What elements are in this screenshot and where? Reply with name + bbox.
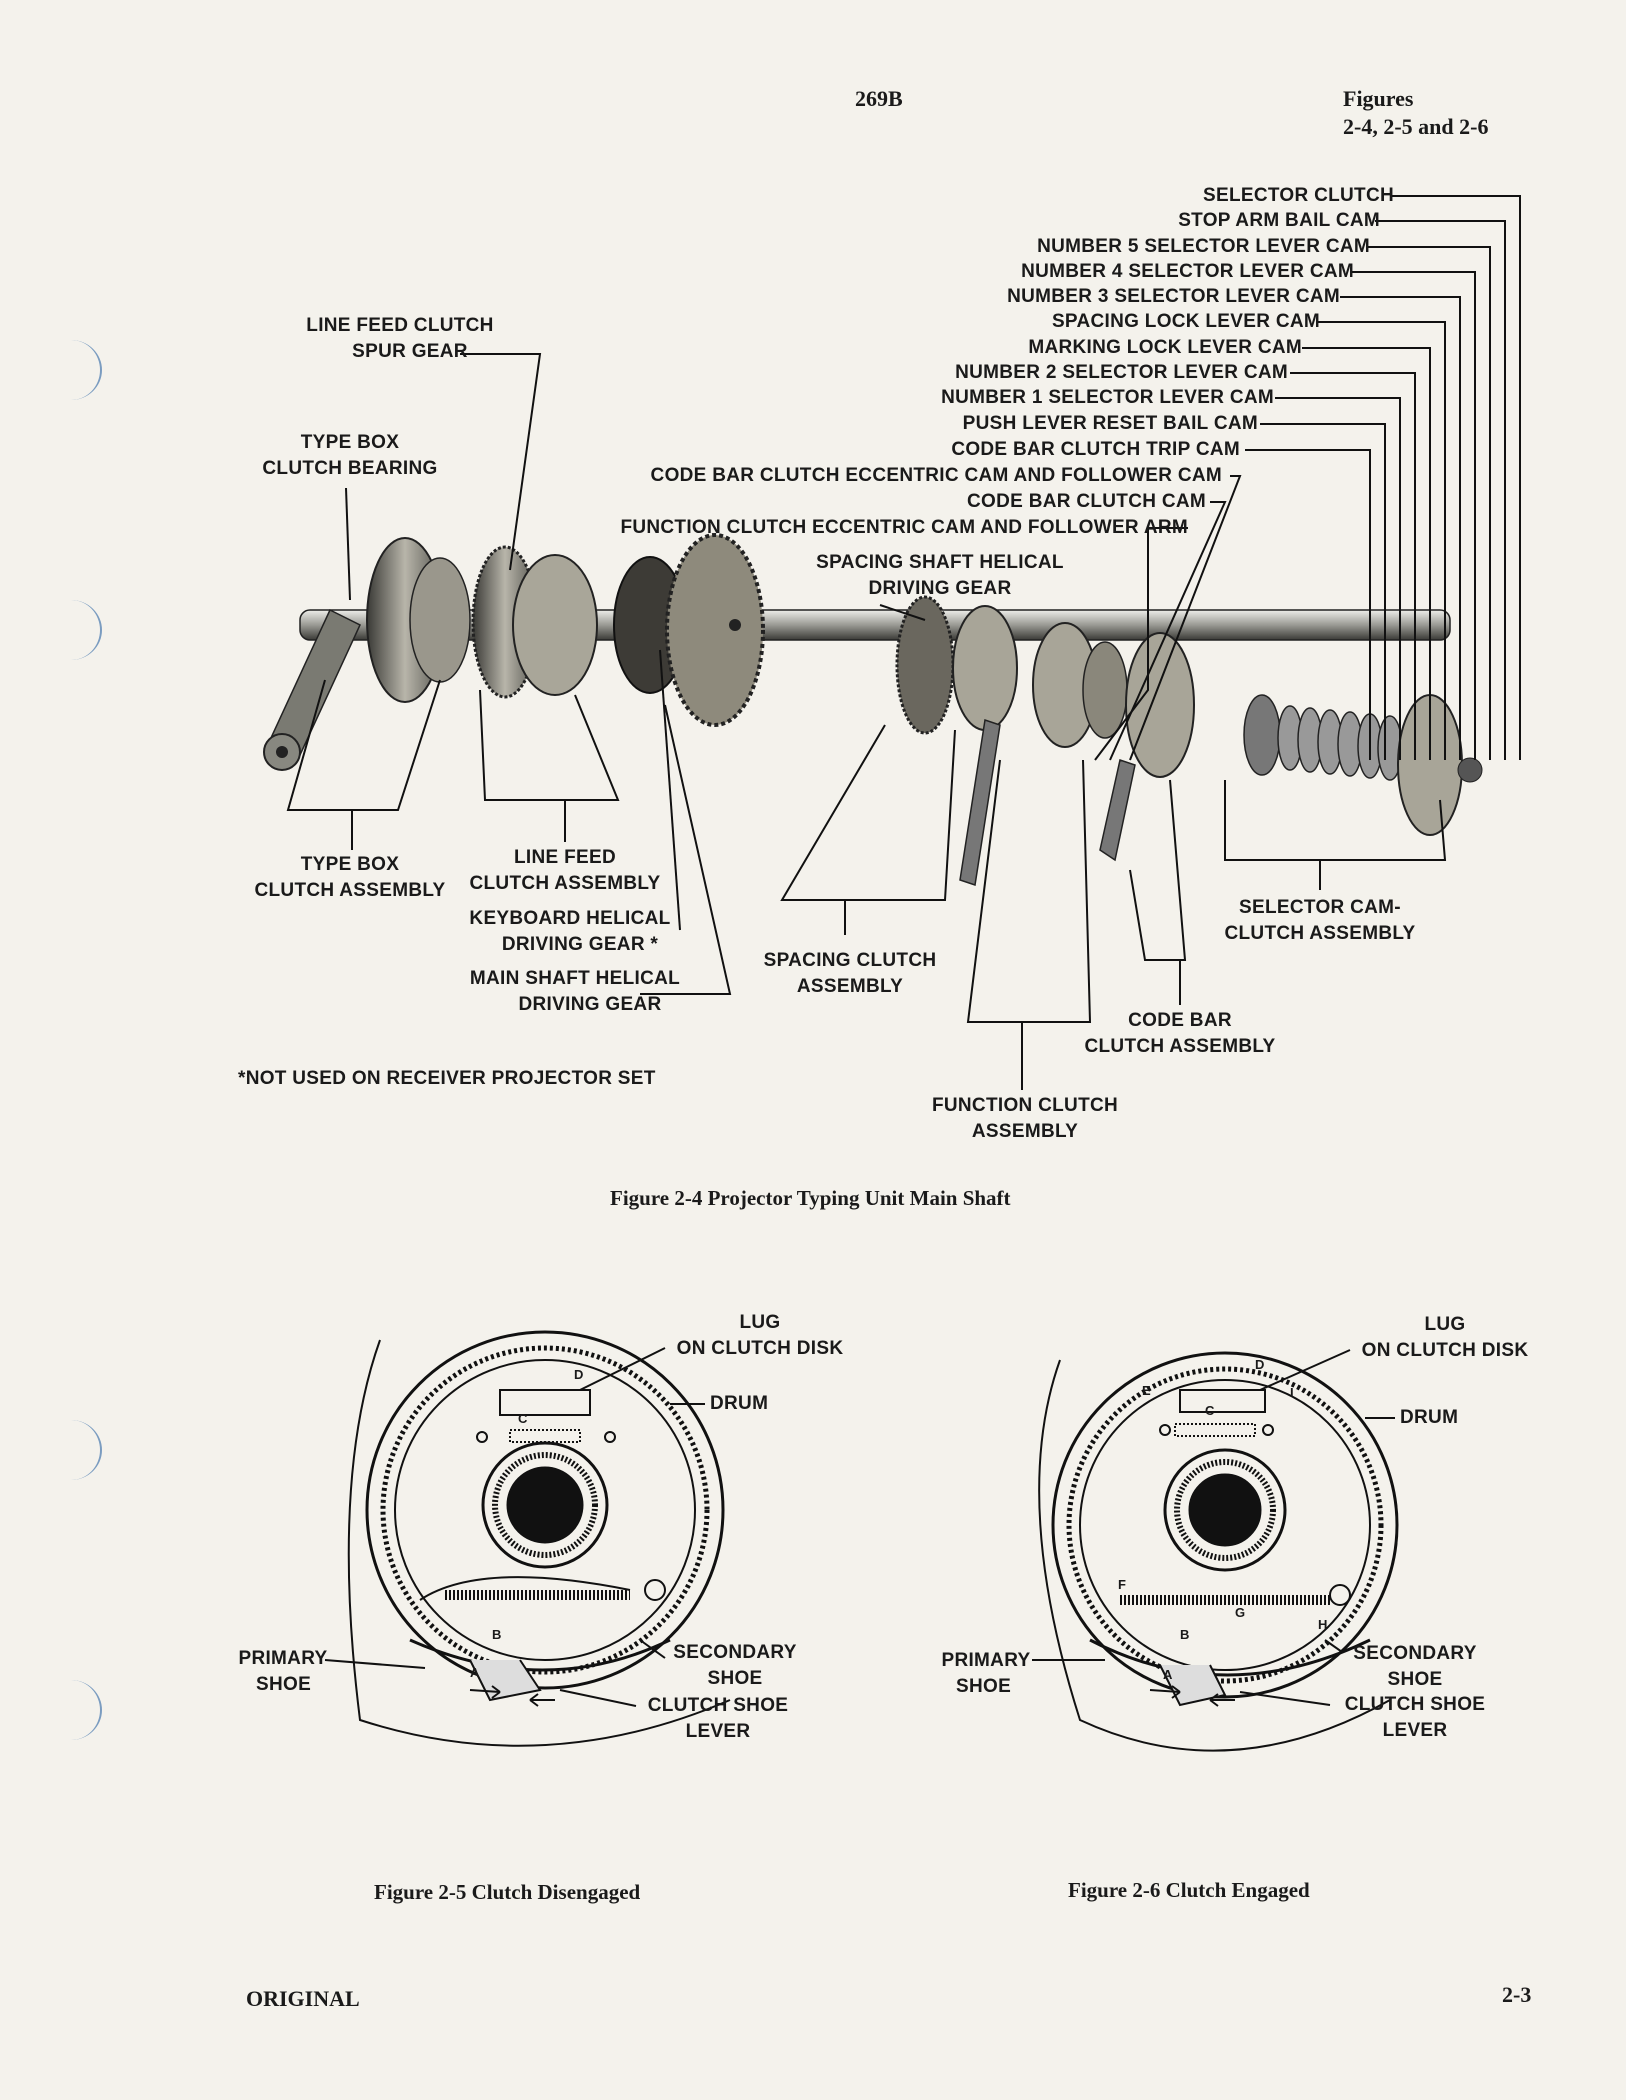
figures-label: Figures [1343,86,1414,111]
callout-code-bar-clutch-trip-cam: CODE BAR CLUTCH TRIP CAM [951,439,1240,460]
binder-hole [40,1680,102,1740]
figure-2-5-caption: Figure 2-5 Clutch Disengaged [374,1880,641,1904]
callout-code-bar-clutch-cam: CODE BAR CLUTCH CAM [967,491,1206,512]
main-shaft-helical-gear [665,533,765,727]
callout-stop-arm-bail-cam: STOP ARM BAIL CAM [1178,210,1380,231]
footer-original: ORIGINAL [246,1986,360,2011]
marker-letter: A [1163,1667,1173,1682]
figure-2-4-caption: Figure 2-4 Projector Typing Unit Main Sh… [610,1186,1011,1210]
spacing-clutch [952,605,1018,731]
doc-number: 269B [855,86,903,111]
footnote: *NOT USED ON RECEIVER PROJECTOR SET [238,1068,656,1089]
selector-cam-stack [1243,694,1483,836]
callout-number-1-selector-cam: NUMBER 1 SELECTOR LEVER CAM [941,387,1274,408]
marker-letter: I [1290,1385,1294,1400]
callout-number-3-selector-cam: NUMBER 3 SELECTOR LEVER CAM [1007,286,1340,307]
marker-letter: C [1205,1403,1215,1418]
marker-letter: D [1255,1357,1265,1372]
marker-letter: D [574,1367,584,1382]
callout-marking-lock-lever-cam: MARKING LOCK LEVER CAM [1028,337,1302,358]
callout-number-4-selector-cam: NUMBER 4 SELECTOR LEVER CAM [1021,261,1354,282]
marker-letter: B [492,1627,502,1642]
callout-number-5-selector-cam: NUMBER 5 SELECTOR LEVER CAM [1037,236,1370,257]
figures-list: 2-4, 2-5 and 2-6 [1343,114,1489,139]
marker-letter: A [470,1665,480,1680]
marker-letter: H [1318,1617,1328,1632]
main-shaft-illustration [263,195,1521,1090]
callout-spacing-lock-lever-cam: SPACING LOCK LEVER CAM [1051,311,1320,332]
callout-selector-clutch: SELECTOR CLUTCH [1203,185,1394,206]
label-drum: DRUM [1400,1407,1459,1428]
binder-hole [40,1420,102,1480]
page-number: 2-3 [1502,1982,1532,2007]
code-bar-clutch [1125,632,1195,778]
marker-letter: E [1142,1383,1151,1398]
marker-letter: B [1180,1627,1190,1642]
callout-code-bar-eccentric-cam: CODE BAR CLUTCH ECCENTRIC CAM AND FOLLOW… [650,465,1222,486]
callout-selector-cam-clutch-assembly: SELECTOR CAM-CLUTCH ASSEMBLY [1224,897,1416,944]
marker-letter: G [1235,1605,1246,1620]
callout-push-lever-reset-bail-cam: PUSH LEVER RESET BAIL CAM [962,413,1258,434]
spacing-shaft-helical-gear [895,595,955,735]
marker-letter: C [518,1411,528,1426]
label-drum: DRUM [710,1393,769,1414]
marker-letter: F [1118,1577,1127,1592]
binder-hole [40,600,102,660]
callout-function-clutch-eccentric-cam: FUNCTION CLUTCH ECCENTRIC CAM AND FOLLOW… [620,517,1188,538]
callout-number-2-selector-cam: NUMBER 2 SELECTOR LEVER CAM [955,362,1288,383]
figure-2-6-caption: Figure 2-6 Clutch Engaged [1068,1878,1310,1902]
binder-hole [40,340,102,400]
